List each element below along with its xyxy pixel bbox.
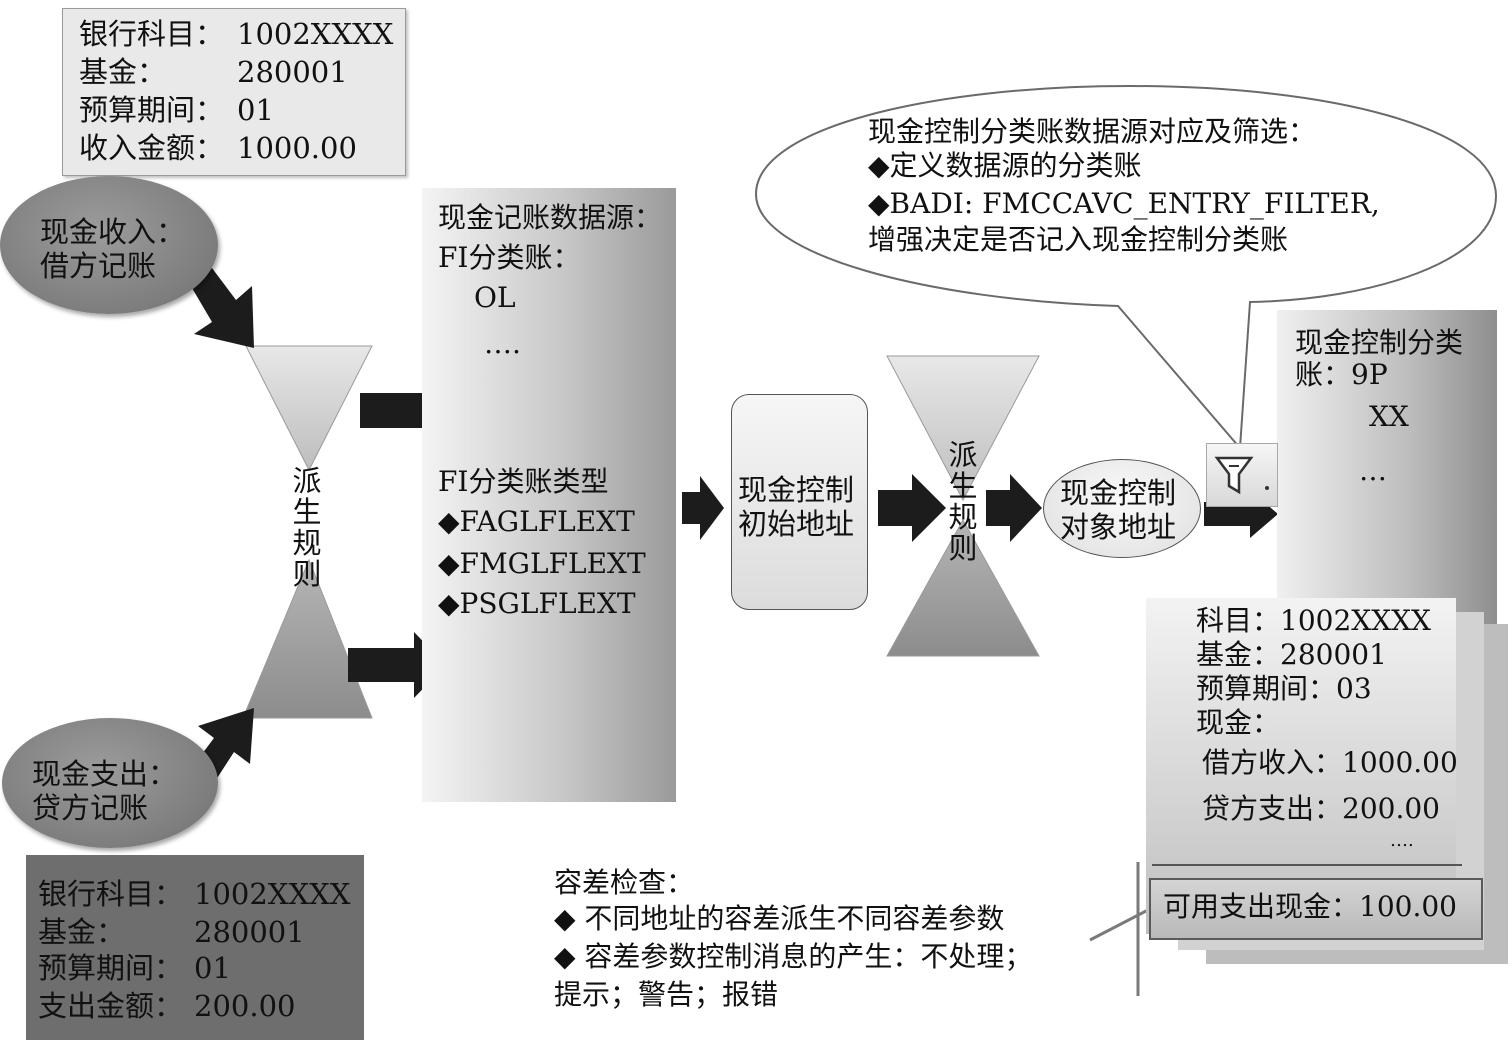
- expense-amount-value: 200.00: [194, 989, 296, 1023]
- expense-period-value: 01: [194, 951, 231, 985]
- derivation-rule-2: 派 生 规 则: [946, 440, 980, 570]
- expense-period-label: 预算期间：: [38, 951, 184, 985]
- ledger-line2: 账：9P: [1295, 358, 1388, 391]
- detail-period: 预算期间：03: [1196, 672, 1372, 705]
- arrow-icon: [192, 268, 254, 348]
- derivation-rule-char: 规: [292, 526, 322, 560]
- filter-icon-glyph: [1214, 456, 1269, 495]
- derivation-rule-char: 派: [292, 464, 322, 498]
- detail-account: 科目：1002XXXX: [1196, 604, 1431, 637]
- arrow-icon: [878, 474, 946, 542]
- derivation-rule-char: 生: [948, 469, 978, 503]
- ledger-line4: …: [1359, 454, 1387, 487]
- cash-income-line1: 现金收入：: [40, 215, 186, 249]
- source-title: 现金记账数据源：: [438, 201, 663, 234]
- initial-address-line2: 初始地址: [738, 507, 855, 541]
- detail-divider: [1152, 864, 1462, 866]
- detail-debit: 借方收入：1000.00: [1202, 746, 1458, 779]
- expense-info-box: 银行科目： 1002XXXX 基金： 280001 预算期间： 01 支出金额：…: [26, 855, 364, 1040]
- speech-bubble: [754, 84, 1498, 451]
- tolerance-title: 容差检查：: [554, 866, 695, 899]
- tolerance-item3: 提示；警告；报错: [554, 978, 779, 1011]
- data-source-panel: 现金记账数据源： FI分类账： OL …. FI分类账类型 ◆FAGLFLEXT…: [422, 188, 676, 802]
- arrow-icon: [682, 476, 724, 540]
- income-account-label: 银行科目：: [79, 17, 225, 51]
- income-fund-label: 基金：: [79, 55, 167, 89]
- detail-fund: 基金：280001: [1196, 638, 1387, 671]
- tolerance-item1: ◆ 不同地址的容差派生不同容差参数: [554, 902, 1005, 935]
- initial-address-box: 现金控制 初始地址: [731, 394, 868, 610]
- bubble-line2: ◆定义数据源的分类账: [868, 149, 1142, 182]
- ledger-line3: XX: [1369, 400, 1409, 433]
- object-address-line1: 现金控制: [1060, 476, 1177, 510]
- arrow-icon: [986, 474, 1042, 542]
- detail-cash: 现金：: [1196, 706, 1281, 739]
- filter-icon[interactable]: [1206, 443, 1278, 507]
- expense-amount-label: 支出金额：: [38, 989, 184, 1023]
- arrow-icon: [348, 632, 446, 698]
- fi-ledger-label: FI分类账：: [438, 241, 581, 274]
- cash-expense-line2: 贷方记账: [32, 791, 149, 825]
- bubble-line3: ◆BADI: FMCCAVC_ENTRY_FILTER,: [868, 187, 1380, 220]
- hourglass-icon: [886, 355, 1040, 657]
- object-address-ellipse: 现金控制 对象地址: [1043, 459, 1201, 558]
- ledger-ellipsis: ….: [484, 327, 521, 360]
- derivation-rule-1: 派 生 规 则: [290, 466, 324, 596]
- income-fund-value: 280001: [237, 55, 348, 89]
- expense-fund-label: 基金：: [38, 915, 126, 949]
- income-info-box: 银行科目： 1002XXXX 基金： 280001 预算期间： 01 收入金额：…: [62, 8, 406, 176]
- derivation-rule-char: 规: [948, 500, 978, 534]
- cash-income-ellipse: 现金收入： 借方记账: [0, 176, 218, 314]
- object-address-line2: 对象地址: [1060, 510, 1177, 544]
- derivation-rule-char: 则: [948, 531, 978, 565]
- income-period-value: 01: [237, 93, 274, 127]
- detail-credit: 贷方支出：200.00: [1202, 792, 1440, 825]
- bubble-line1: 现金控制分类账数据源对应及筛选：: [868, 115, 1317, 148]
- tolerance-connector: [1089, 862, 1149, 996]
- expense-account-value: 1002XXXX: [194, 877, 351, 911]
- income-amount-value: 1000.00: [237, 131, 357, 165]
- hourglass-icon: [242, 345, 373, 719]
- ledger-type-title: FI分类账类型: [438, 465, 609, 498]
- tolerance-item2: ◆ 容差参数控制消息的产生：不处理；: [554, 940, 1033, 973]
- derivation-rule-char: 则: [292, 557, 322, 591]
- ledger-type-item: ◆PSGLFLEXT: [438, 587, 636, 620]
- cash-income-line2: 借方记账: [40, 249, 157, 283]
- cash-expense-ellipse: 现金支出： 贷方记账: [2, 718, 218, 848]
- bubble-line4: 增强决定是否记入现金控制分类账: [868, 223, 1289, 256]
- available-cash: 可用支出现金：100.00: [1163, 890, 1457, 923]
- cash-expense-line1: 现金支出：: [32, 757, 178, 791]
- income-account-value: 1002XXXX: [237, 17, 394, 51]
- cash-control-ledger-panel: 现金控制分类 账：9P XX …: [1277, 310, 1497, 630]
- expense-fund-value: 280001: [194, 915, 305, 949]
- income-period-label: 预算期间：: [79, 93, 225, 127]
- expense-account-label: 银行科目：: [38, 877, 184, 911]
- ledger-line1: 现金控制分类: [1295, 326, 1464, 359]
- detail-dots: ….: [1390, 830, 1414, 851]
- initial-address-line1: 现金控制: [738, 473, 855, 507]
- derivation-rule-char: 派: [948, 438, 978, 472]
- ledger-type-item: ◆FMGLFLEXT: [438, 547, 646, 580]
- income-amount-label: 收入金额：: [79, 131, 225, 165]
- ledger-type-item: ◆FAGLFLEXT: [438, 505, 635, 538]
- available-cash-box: 可用支出现金：100.00: [1149, 878, 1483, 940]
- derivation-rule-char: 生: [292, 495, 322, 529]
- ledger-ol: OL: [474, 281, 516, 314]
